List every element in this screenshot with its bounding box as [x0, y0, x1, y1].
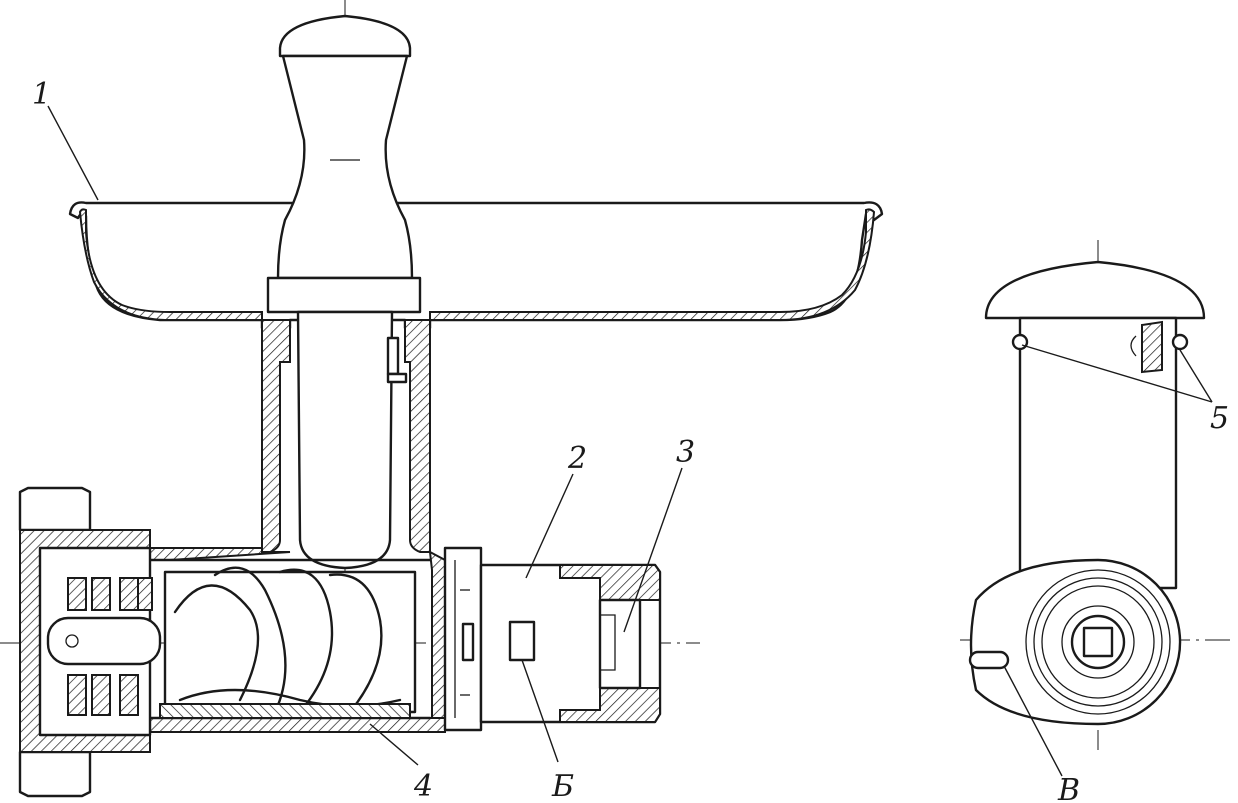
tray: [68, 201, 884, 330]
callout-3: 3: [676, 435, 695, 470]
side-lock-detail: [1141, 320, 1163, 374]
side-pin-left: [1011, 333, 1029, 351]
side-pusher-cap: [984, 260, 1206, 320]
leader-2: [525, 473, 574, 579]
callout-2: 2: [567, 441, 587, 476]
drive-socket: [559, 564, 661, 723]
leader-3: [623, 467, 683, 633]
callout-B: Б: [551, 769, 574, 803]
side-slot: [968, 650, 1010, 670]
side-pin-right: [1171, 333, 1189, 351]
knife-and-grates: [46, 577, 162, 716]
side-view: [960, 240, 1230, 777]
leader-4: [369, 723, 419, 766]
callout-4: 4: [413, 769, 433, 803]
leader-5a: [1021, 344, 1213, 403]
pusher: [266, 14, 422, 570]
side-body: [969, 558, 1182, 726]
main-sectional-view: [0, 0, 884, 798]
leader-B: [521, 659, 559, 763]
leader-V: [1003, 665, 1063, 777]
callout-5: 5: [1210, 401, 1229, 436]
auger: [159, 566, 417, 719]
callout-V: В: [1057, 773, 1080, 803]
callout-1: 1: [32, 77, 51, 112]
leader-1: [47, 105, 99, 201]
side-shaft-square: [1082, 626, 1114, 658]
leader-5b: [1179, 349, 1213, 403]
